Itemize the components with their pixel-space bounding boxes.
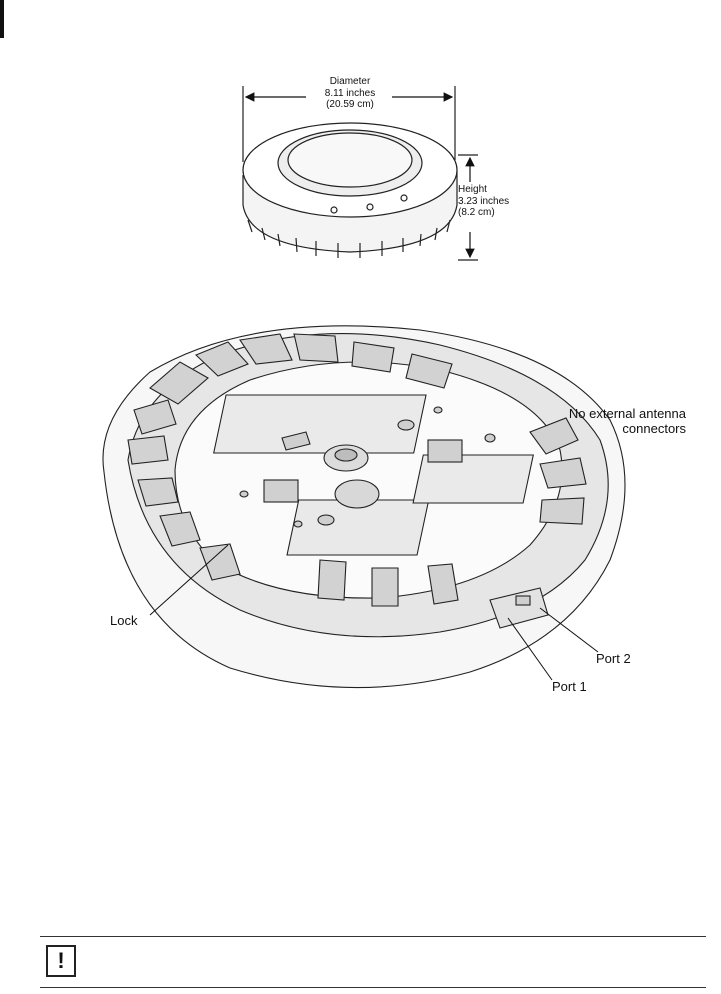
height-inches: 3.23 inches [458, 196, 520, 208]
antenna-label: No external antenna connectors [520, 407, 686, 437]
diameter-inches: 8.11 inches [302, 88, 398, 100]
caution-icon: ! [46, 945, 76, 977]
port2-label: Port 2 [596, 652, 631, 667]
height-title: Height [458, 184, 520, 196]
lock-label: Lock [110, 614, 137, 629]
device-bottom-view [103, 326, 625, 688]
caution-glyph: ! [57, 948, 64, 974]
height-label: Height 3.23 inches (8.2 cm) [458, 184, 520, 219]
diameter-title: Diameter [302, 76, 398, 88]
note-bottom-rule [40, 987, 706, 988]
diameter-label: Diameter 8.11 inches (20.59 cm) [302, 76, 398, 111]
height-cm: (8.2 cm) [458, 207, 520, 219]
port1-label: Port 1 [552, 680, 587, 695]
note-top-rule [40, 936, 706, 937]
antenna-label-line1: No external antenna [520, 407, 686, 422]
device-top-view [243, 86, 478, 260]
antenna-label-line2: connectors [520, 422, 686, 437]
diameter-cm: (20.59 cm) [302, 99, 398, 111]
